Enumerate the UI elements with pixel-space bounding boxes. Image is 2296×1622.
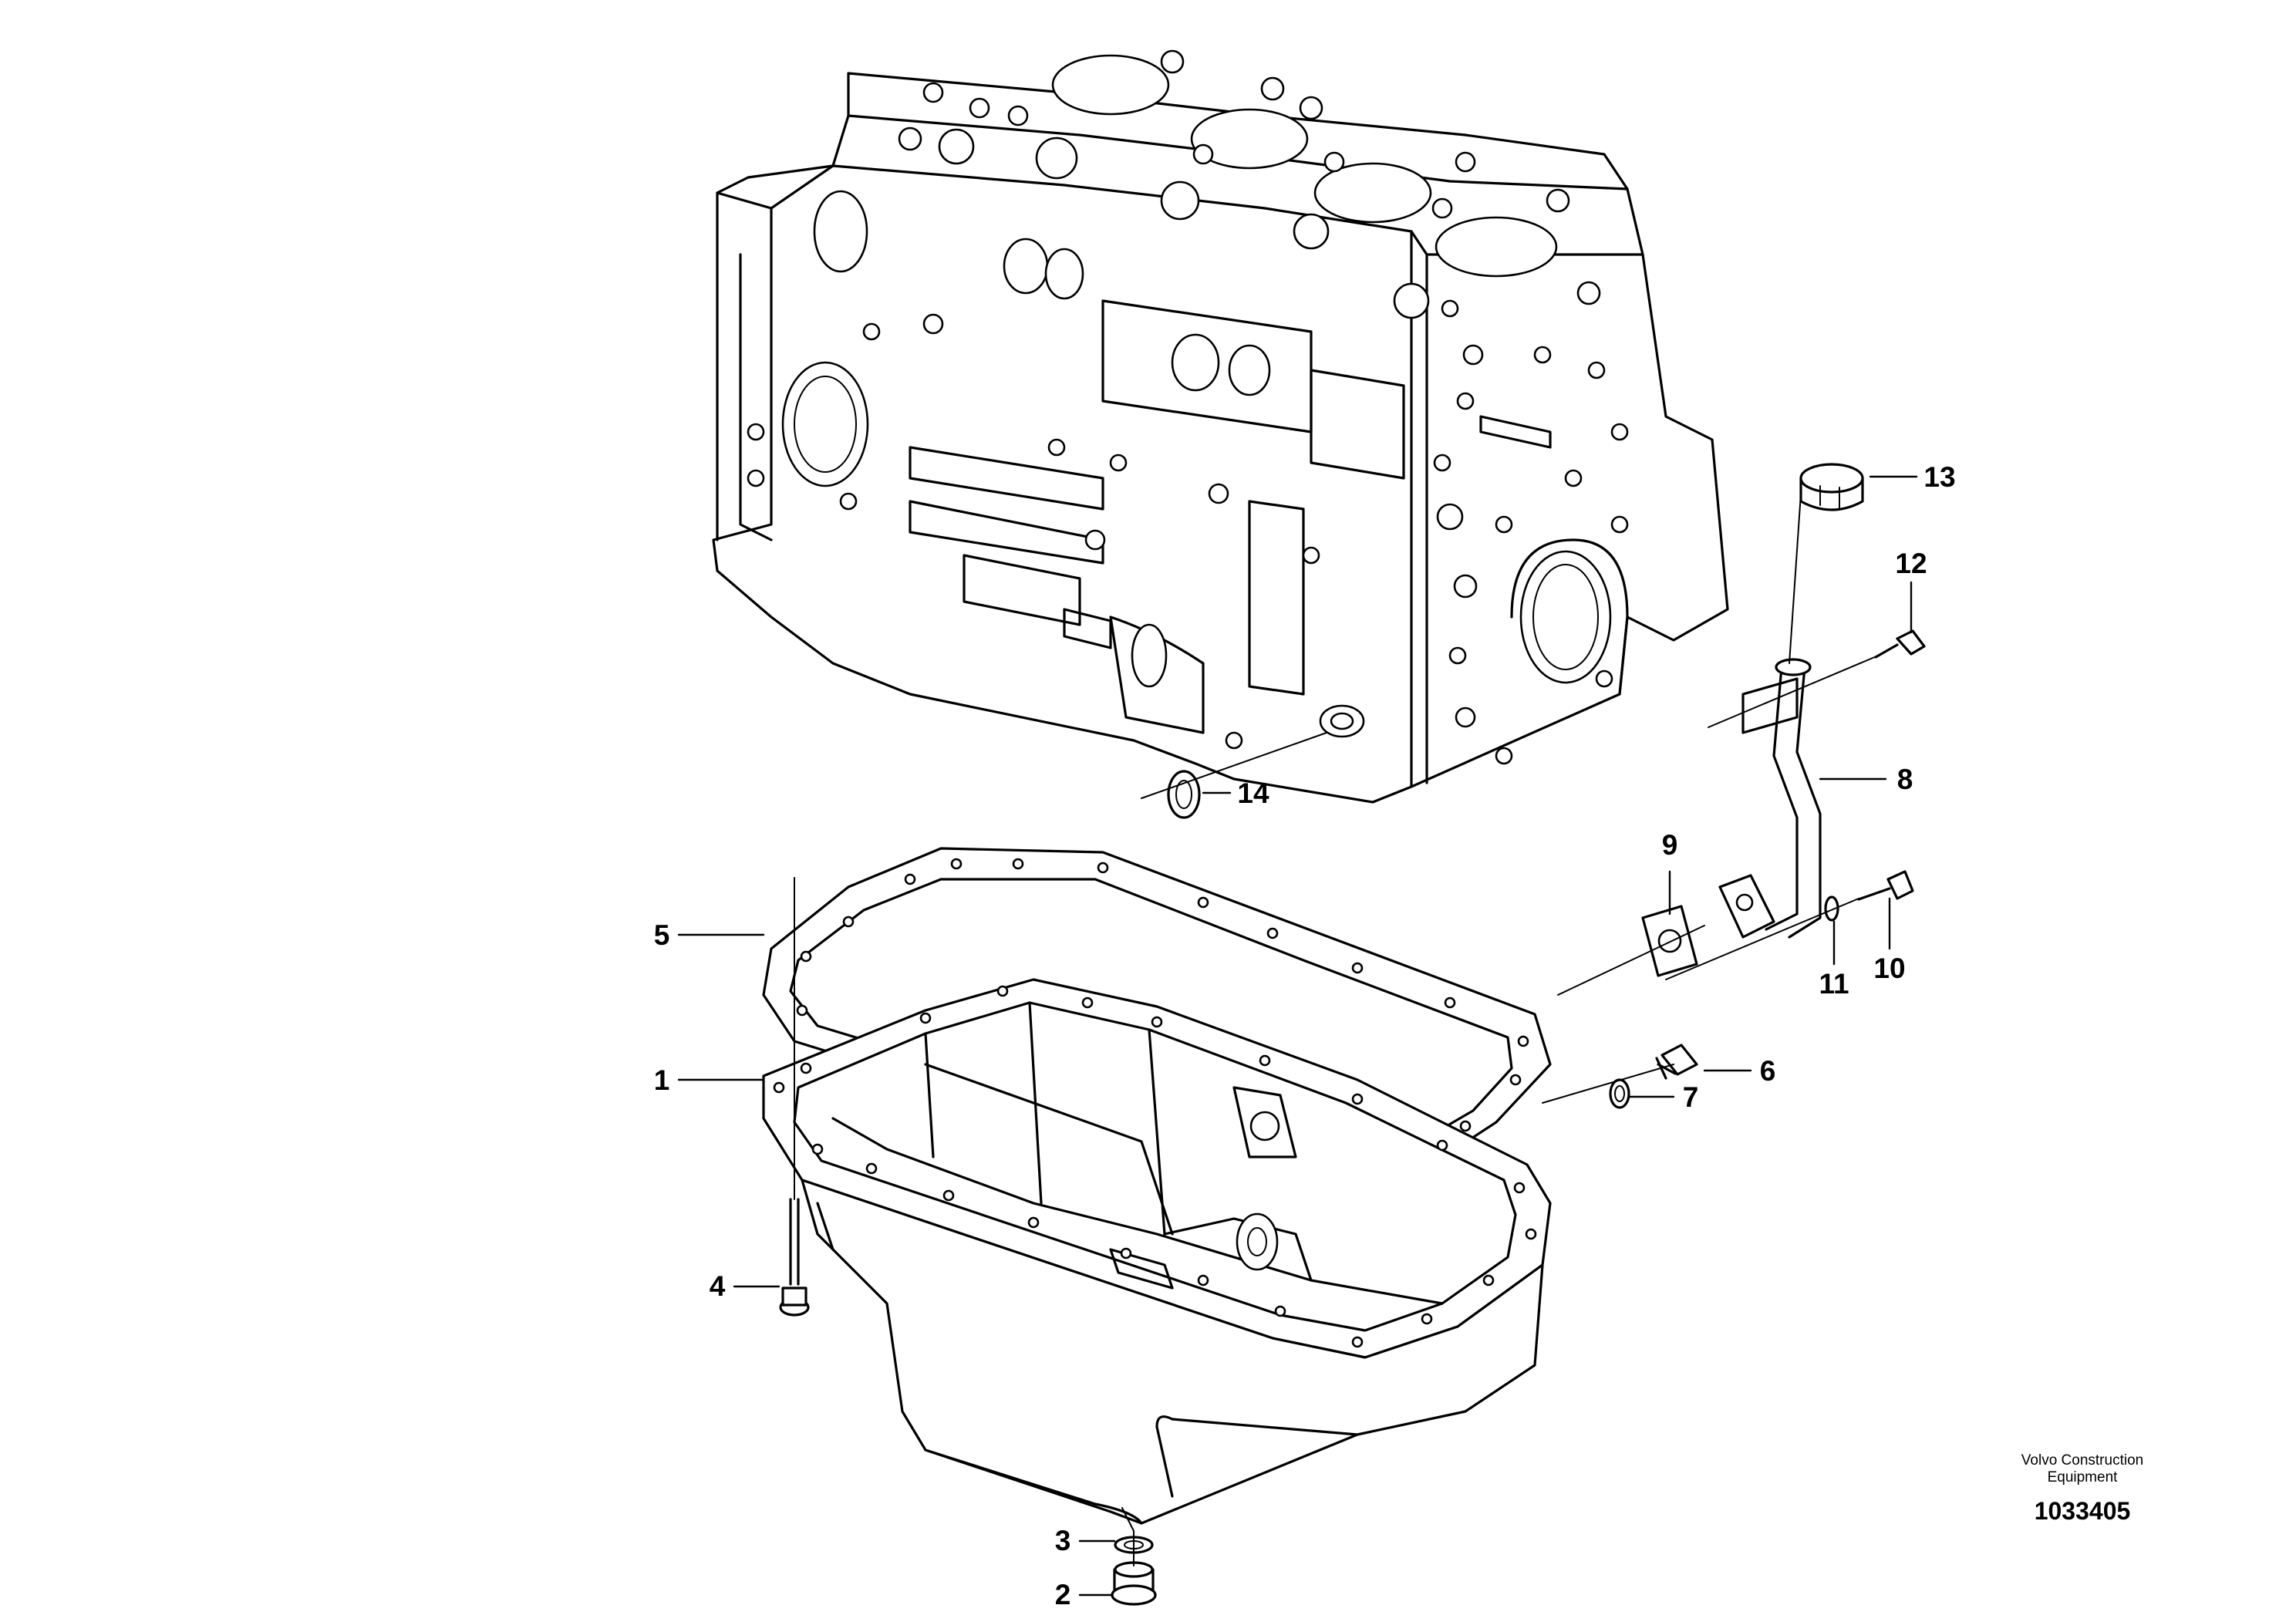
brand-name-line-2: Equipment: [2048, 1469, 2119, 1485]
assembly-centerlines: [794, 493, 1883, 1566]
callout-14: 14: [1237, 777, 1269, 809]
seal-7: [1609, 1078, 1630, 1109]
washer-11: [1824, 895, 1839, 922]
dipstick-cap: [1799, 463, 1864, 511]
deck-holes: [898, 49, 1601, 319]
pan-bolt-holes: [773, 985, 1537, 1348]
screw-4: [779, 1198, 810, 1317]
oil-pan: [762, 978, 1552, 1525]
engine-block: [712, 49, 1729, 804]
screw-12: [1874, 629, 1926, 659]
title-block: Volvo Construction Equipment 1033405: [2021, 1452, 2143, 1525]
callout-7: 7: [1683, 1081, 1699, 1113]
callouts: 1 2 3 4 5 6 7 8 9 10 11 12 13 14: [654, 461, 1956, 1610]
plug-2: [1111, 1561, 1157, 1606]
callout-3: 3: [1055, 1525, 1071, 1556]
gasket-9: [1641, 905, 1698, 977]
dipstick-tube: [1718, 658, 1822, 939]
callout-9: 9: [1662, 829, 1678, 861]
callout-5: 5: [654, 919, 670, 951]
callout-1: 1: [654, 1064, 670, 1096]
callout-12: 12: [1895, 548, 1927, 579]
leader-lines: [677, 475, 1918, 1597]
callout-10: 10: [1873, 953, 1905, 984]
callout-2: 2: [1055, 1579, 1071, 1610]
callout-8: 8: [1897, 764, 1913, 795]
screw-10: [1857, 870, 1914, 901]
callout-4: 4: [710, 1270, 726, 1302]
front-face-holes: [747, 299, 1629, 765]
callout-13: 13: [1923, 461, 1955, 493]
callout-6: 6: [1760, 1055, 1776, 1087]
brand-name-line-1: Volvo Construction: [2021, 1452, 2143, 1469]
callout-11: 11: [1819, 968, 1849, 1000]
plug-6: [1655, 1044, 1698, 1080]
plug-14: [1167, 770, 1201, 819]
drawing-number: 1033405: [2035, 1497, 2131, 1525]
